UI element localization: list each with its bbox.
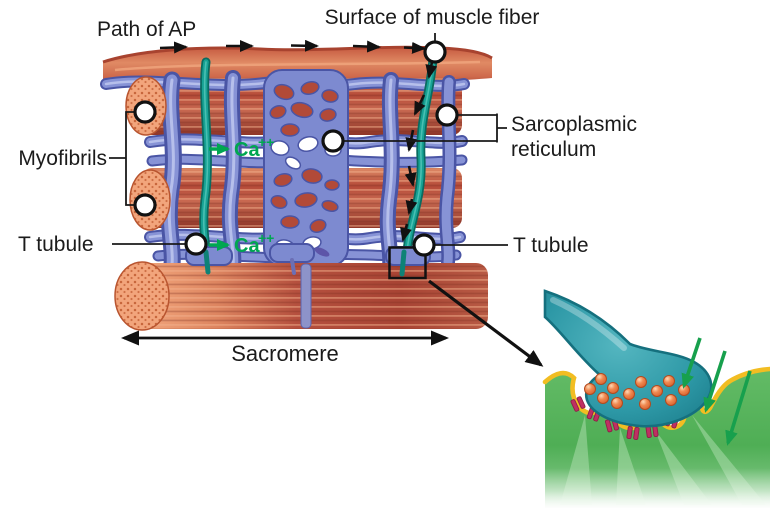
- surface-of-muscle-fiber-label: Surface of muscle fiber: [325, 6, 540, 29]
- inset-terminal-highlight: [550, 297, 627, 351]
- calcium-label-1: Ca: [234, 139, 260, 161]
- t-tubule-left-label: T tubule: [18, 233, 94, 256]
- myofibril-marker-1: [133, 100, 157, 124]
- sr-marker-right: [435, 103, 459, 127]
- calcium-label-2: Ca: [234, 235, 260, 257]
- zoom-region-box: [388, 246, 427, 280]
- t-tubule-left-marker: [184, 232, 208, 256]
- inset-bottom-fade: [545, 468, 770, 511]
- inset-calcium-arrows: [681, 337, 752, 446]
- t-tubule-right-marker: [412, 233, 436, 257]
- myofibril-marker-2: [133, 193, 157, 217]
- sarcomere-label: Sacromere: [231, 341, 339, 366]
- inset-junction-detail: [542, 289, 770, 511]
- t-tubule-right-label: T tubule: [513, 234, 589, 257]
- sr-fenestrated-collar: [263, 69, 349, 267]
- sr-bracket: [343, 113, 507, 143]
- sarcoplasmic-reticulum-label-line1: Sarcoplasmic: [511, 113, 637, 136]
- calcium-label-1-sup: ++: [258, 134, 274, 150]
- myofibrils-label: Myofibrils: [18, 147, 107, 170]
- path-of-ap-label: Path of AP: [97, 18, 196, 41]
- leader-lines: [109, 33, 508, 246]
- sarcomere-span: Sacromere: [121, 330, 449, 366]
- zoom-arrow: [428, 279, 544, 367]
- sarcomere-myofibril: [114, 243, 488, 331]
- inset-vesicles: [584, 373, 690, 410]
- surface-marker: [423, 40, 447, 64]
- sr-marker-mid: [321, 129, 345, 153]
- calcium-label-2-sup: ++: [258, 230, 274, 246]
- callout-markers: [133, 40, 459, 257]
- myofibrils-bracket: [109, 111, 135, 206]
- sarcoplasmic-reticulum-label-line2: reticulum: [511, 138, 596, 161]
- z-disc-band: [300, 263, 312, 329]
- action-potential-path-arrows: [159, 39, 438, 242]
- calcium-annotations: Ca ++ Ca ++: [209, 134, 274, 257]
- terminal-cisternae-caps: [185, 243, 431, 277]
